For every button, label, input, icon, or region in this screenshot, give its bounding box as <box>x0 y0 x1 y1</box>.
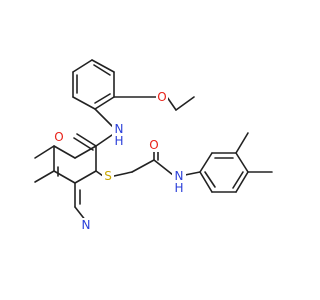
svg-text:O: O <box>54 130 63 144</box>
ring-2-bond-3 <box>235 152 249 173</box>
atom-n-amide-2: N H <box>172 168 186 195</box>
atom-o-amide-carbonyl-2: O <box>148 138 160 152</box>
svg-text:H: H <box>174 181 183 195</box>
ring-1-inner-1 <box>93 64 111 76</box>
ring-2-bond-6 <box>199 171 213 193</box>
amide-1-c-o-1 <box>76 133 97 147</box>
ring-1-bond-4 <box>94 96 115 110</box>
ch2-c-bond <box>131 159 155 173</box>
ring-1-bond-2 <box>91 59 115 73</box>
n-2-ring-bond <box>184 171 201 176</box>
svg-text:S: S <box>104 169 112 183</box>
ring-1-bond-5 <box>72 96 96 110</box>
ring-2-inner-3 <box>204 171 216 188</box>
svg-text:H: H <box>114 134 123 148</box>
pyridine-bond-2 <box>74 170 97 184</box>
ring-2-bond-4 <box>235 171 249 193</box>
atom-n-amide-1: N H <box>112 121 126 148</box>
amide-1-n-c <box>95 134 113 147</box>
ring-1-bond-1 <box>72 59 93 73</box>
atom-label-layer: O O N H O S N H N <box>53 90 186 232</box>
atom-o-ether: O <box>156 90 168 104</box>
c-n-2-bond <box>153 159 174 176</box>
amide-1-c-o-2 <box>73 137 94 151</box>
svg-text:N: N <box>175 169 184 183</box>
methyl-aryl-1 <box>235 132 249 154</box>
ether-bond-3 <box>175 96 195 111</box>
svg-text:O: O <box>157 90 166 104</box>
atom-o-amide-carbonyl-1: O <box>53 130 65 144</box>
atom-n-pyridine: N <box>80 218 92 232</box>
ring-1-inner-2 <box>94 93 111 104</box>
methyl-pyr-2 <box>34 170 55 183</box>
ether-bond-2 <box>166 96 177 111</box>
molecule-structure: O O N H O S N H N <box>34 59 273 232</box>
s-ch2-bond <box>113 171 133 177</box>
ring-2-inner-2 <box>232 171 244 189</box>
pyridine-bond-5 <box>53 145 76 159</box>
svg-text:N: N <box>115 122 124 136</box>
svg-text:N: N <box>82 218 91 232</box>
pyridine-bond-6 <box>74 145 97 159</box>
pyridine-bond-3 <box>53 170 76 184</box>
methyl-pyr-1 <box>34 145 55 159</box>
ring-2-bond-1 <box>199 152 213 173</box>
atom-s-thioether: S <box>102 169 114 183</box>
svg-text:O: O <box>149 138 158 152</box>
c-s-bond <box>95 170 104 177</box>
bond-layer <box>34 59 273 222</box>
amide-1-ring-n <box>94 108 114 128</box>
